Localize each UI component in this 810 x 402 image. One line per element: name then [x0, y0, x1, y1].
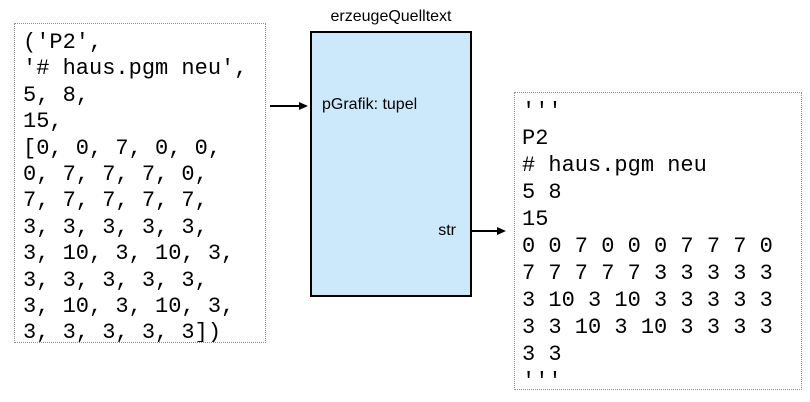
output-string-box: ''' P2 # haus.pgm neu 5 8 15 0 0 7 0 0 0…	[514, 92, 802, 390]
function-box: pGrafik: tupel str	[310, 31, 472, 297]
input-arrow-icon	[270, 102, 308, 110]
output-arrow-head	[497, 227, 506, 235]
input-tuple-box: ('P2', '# haus.pgm neu', 5, 8, 15, [0, 0…	[14, 23, 266, 343]
output-arrow-shaft	[472, 230, 498, 232]
function-parameter-label: pGrafik: tupel	[322, 96, 418, 113]
input-arrow-shaft	[270, 105, 300, 107]
function-title: erzeugeQuelltext	[330, 8, 452, 25]
function-return-label: str	[438, 222, 456, 239]
input-arrow-head	[299, 102, 308, 110]
output-arrow-icon	[472, 227, 506, 235]
